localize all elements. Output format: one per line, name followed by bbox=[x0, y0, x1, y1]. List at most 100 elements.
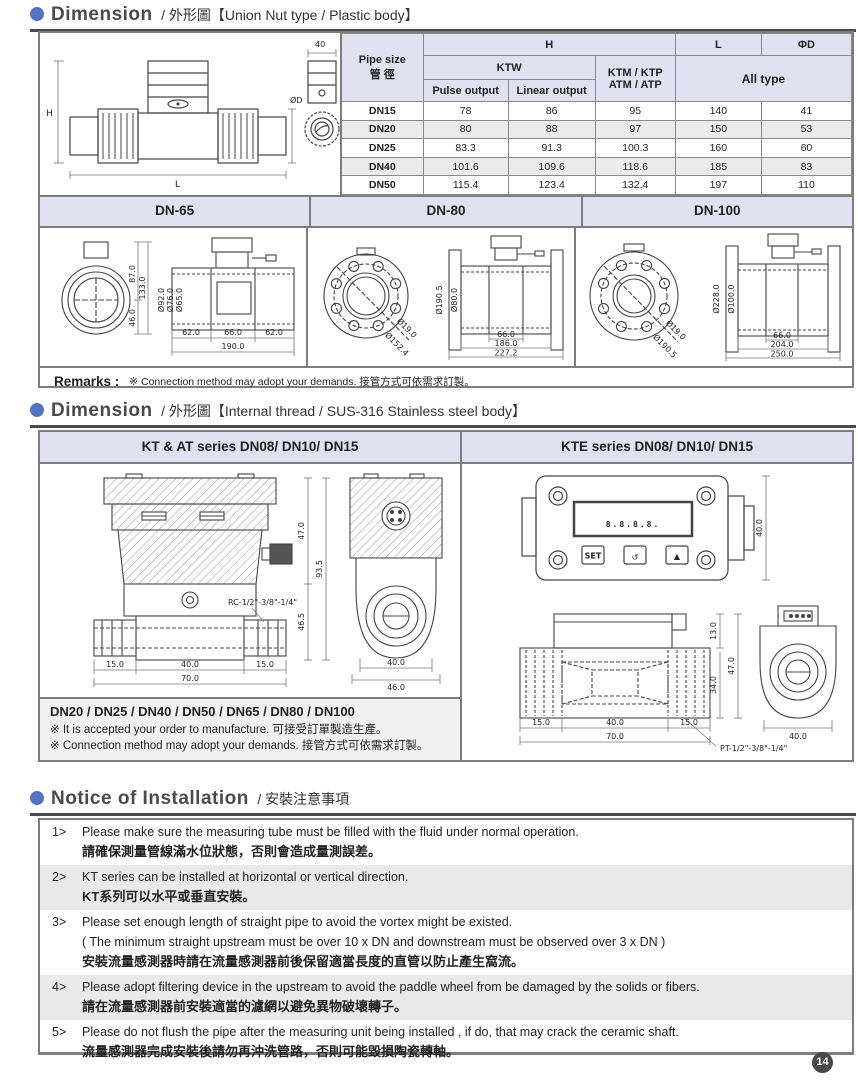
dim-label: L bbox=[175, 180, 180, 190]
notice-number: 1> bbox=[52, 825, 67, 839]
dn65-drawing: 87.0 133.0 46.0 Ø92.0 Ø76.0 Ø65.0 62.0 6… bbox=[40, 228, 306, 366]
dim-label: 227.2 bbox=[495, 349, 518, 358]
dim-label: 15.0 bbox=[680, 718, 698, 727]
section2-title: Dimension bbox=[51, 400, 153, 421]
dim-label: Ø190.5 bbox=[434, 285, 444, 314]
kt-at-column: KT & AT series DN08/ DN10/ DN15 bbox=[40, 432, 462, 760]
page-number: 14 bbox=[812, 1052, 833, 1073]
union-nut-svg: H ØD L 40 bbox=[46, 40, 340, 190]
dim-label: H bbox=[46, 109, 53, 119]
dim-label: Ø92.0 bbox=[156, 288, 166, 312]
dim-label: 40.0 bbox=[606, 718, 624, 727]
dim-label: Ø65.0 bbox=[174, 288, 184, 312]
dimension-sus316-panel: KT & AT series DN08/ DN10/ DN15 bbox=[38, 430, 854, 762]
note-connection: ※ Connection method may adopt your deman… bbox=[50, 740, 429, 752]
dim-label: 133.0 bbox=[138, 277, 147, 300]
notice-item-1: 1>Please make sure the measuring tube mu… bbox=[40, 820, 852, 865]
notice-item-4: 4>Please adopt filtering device in the u… bbox=[40, 975, 852, 1020]
dim-label: 62.0 bbox=[265, 328, 283, 337]
dn100-header: DN-100 bbox=[580, 197, 852, 226]
dn65-header: DN-65 bbox=[155, 203, 195, 218]
bullet-icon bbox=[30, 403, 44, 417]
note-manufacture: ※ It is accepted your order to manufactu… bbox=[50, 724, 388, 736]
dim-label: Ø190.5 bbox=[651, 332, 679, 360]
dim-label: 204.0 bbox=[771, 340, 794, 349]
notice-item-5: 5>Please do not flush the pipe after the… bbox=[40, 1020, 852, 1065]
notice-number: 3> bbox=[52, 915, 67, 929]
col-all-type: All type bbox=[674, 55, 853, 102]
col-linear-output: Linear output bbox=[507, 79, 596, 102]
notice-text-en: Please set enough length of straight pip… bbox=[82, 915, 513, 929]
loop-button-icon: ↺ bbox=[632, 553, 639, 562]
dim-label: 47.0 bbox=[297, 522, 306, 540]
dim-label: 13.0 bbox=[709, 622, 718, 640]
pt-thread-label: PT-1/2"-3/8"-1/4" bbox=[720, 744, 787, 753]
dim-label: 250.0 bbox=[771, 350, 794, 359]
dim-label: 15.0 bbox=[106, 660, 124, 669]
notice-panel: 1>Please make sure the measuring tube mu… bbox=[38, 818, 854, 1059]
notice-number: 5> bbox=[52, 1025, 67, 1039]
dim-label: Ø80.0 bbox=[449, 288, 459, 312]
dim-label: 87.0 bbox=[128, 265, 137, 283]
dn-drawings-row: 87.0 133.0 46.0 Ø92.0 Ø76.0 Ø65.0 62.0 6… bbox=[40, 228, 852, 366]
section3-subtitle: / 安裝注意事項 bbox=[257, 791, 350, 807]
section2-subtitle: / 外形圖【Internal thread / SUS-316 Stainles… bbox=[161, 403, 527, 419]
dim-label: 34.0 bbox=[709, 676, 718, 694]
notice-number: 4> bbox=[52, 980, 67, 994]
notice-text-zh: 安裝流量感測器時請在流量感測器前後保留適當長度的直管以防止產生窩流。 bbox=[82, 954, 525, 969]
models-line: DN20 / DN25 / DN40 / DN50 / DN65 / DN80 … bbox=[50, 704, 355, 719]
col-l: L bbox=[674, 33, 762, 56]
dim-label: 40.0 bbox=[755, 519, 764, 537]
rc-thread-label: RC-1/2"-3/8"-1/4" bbox=[228, 598, 297, 607]
dim-label: 190.0 bbox=[222, 342, 245, 351]
kt-at-drawing: 47.0 46.5 93.5 RC-1/2"-3/8"-1/4" 15.0 40… bbox=[40, 464, 460, 697]
kt-at-series-header: KT & AT series DN08/ DN10/ DN15 bbox=[40, 432, 460, 464]
dn80-header: DN-80 bbox=[309, 197, 580, 226]
dim-label: 15.0 bbox=[256, 660, 274, 669]
dim-label: 93.5 bbox=[315, 560, 324, 578]
dim-label: 46.0 bbox=[387, 683, 405, 692]
dn100-drawing: Ø19.0 Ø190.5 Ø228.0 Ø100.0 66.0 204.0 25… bbox=[574, 228, 852, 366]
notice-item-3: 3> Please set enough length of straight p… bbox=[40, 910, 852, 975]
dim-label: ØD bbox=[290, 95, 302, 105]
dn-size-headers: DN-65 DN-80 DN-100 bbox=[40, 195, 852, 228]
dim-label: 40 bbox=[315, 40, 325, 49]
eject-button-icon: ▲ bbox=[674, 552, 681, 561]
dn80-drawing: Ø19.0 Ø152.4 Ø190.5 Ø80.0 66.0 186.0 227… bbox=[306, 228, 574, 366]
dim-label: 46.0 bbox=[128, 309, 137, 327]
dim-label: Ø228.0 bbox=[711, 284, 721, 313]
union-nut-drawing: H ØD L 40 bbox=[40, 33, 340, 195]
notice-text-zh: 流量感測器完成安裝後請勿再沖洗管路，否則可能毀損陶瓷轉軸。 bbox=[82, 1044, 460, 1059]
notice-text-en: KT series can be installed at horizontal… bbox=[82, 870, 409, 884]
notice-text-zh: 請在流量感測器前安裝適當的濾網以避免異物破壞轉子。 bbox=[82, 999, 408, 1014]
notice-text-zh: KT系列可以水平或垂直安裝。 bbox=[82, 889, 256, 904]
section3-header: Notice of Installation / 安裝注意事項 bbox=[30, 788, 856, 816]
kte-series-header: KTE series DN08/ DN10/ DN15 bbox=[462, 432, 852, 464]
col-h: H bbox=[422, 33, 676, 56]
dim-label: 47.0 bbox=[727, 657, 736, 675]
dim-label: 70.0 bbox=[181, 674, 199, 683]
dim-label: Ø100.0 bbox=[726, 284, 736, 313]
dim-label: 66.0 bbox=[773, 331, 791, 340]
notice-text-en2: ( The minimum straight upstream must be … bbox=[82, 935, 666, 949]
dim-label: 186.0 bbox=[495, 339, 518, 348]
notice-number: 2> bbox=[52, 870, 67, 884]
col-phi-d: ΦD bbox=[760, 33, 853, 56]
dim-label: Ø19.0 bbox=[395, 316, 419, 340]
section3-title: Notice of Installation bbox=[51, 788, 249, 809]
bullet-icon bbox=[30, 7, 44, 21]
dim-label: 15.0 bbox=[532, 718, 550, 727]
bullet-icon bbox=[30, 791, 44, 805]
dim-label: 70.0 bbox=[606, 732, 624, 741]
col-ktw: KTW bbox=[422, 55, 596, 80]
set-button: SET bbox=[585, 552, 602, 561]
